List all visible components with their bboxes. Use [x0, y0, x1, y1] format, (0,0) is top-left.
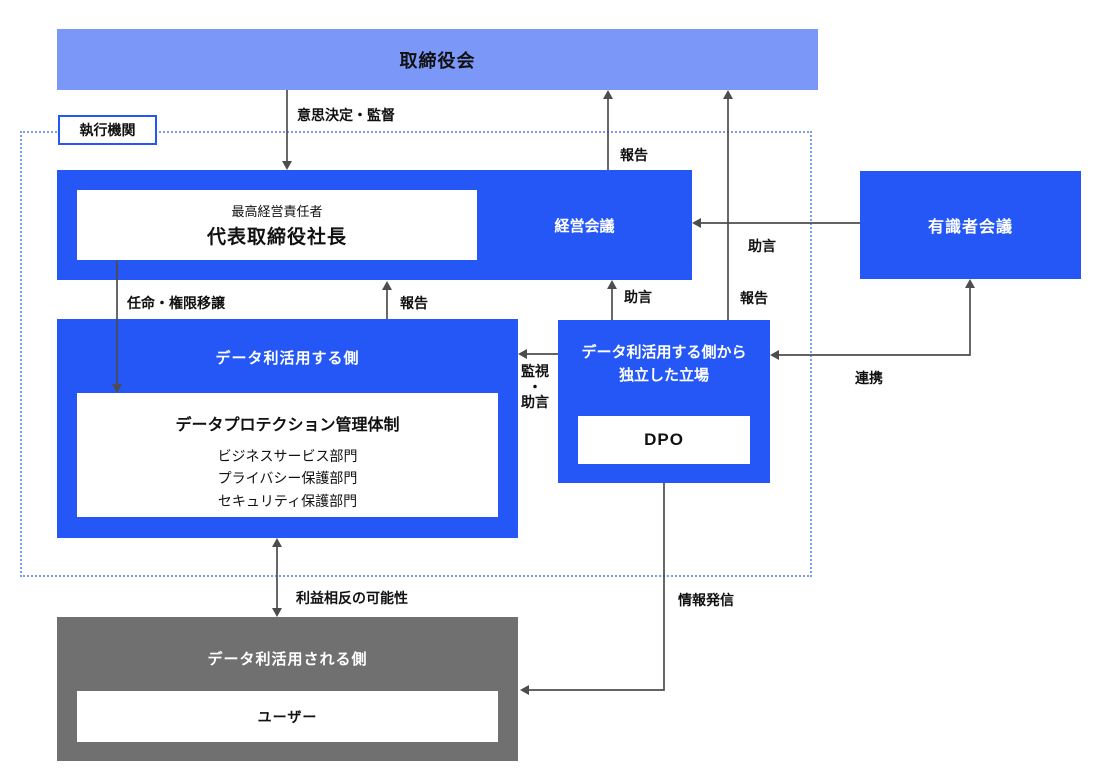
executive-frame-label-box: 執行機関 [58, 115, 157, 145]
label-monitor-advice-line1: 監視 [521, 363, 549, 379]
label-report-ceo: 報告 [620, 147, 648, 163]
label-monitor-advice-line3: 助言 [521, 394, 549, 411]
ceo-inner-box: 最高経営責任者 代表取締役社長 [77, 190, 477, 260]
department-security: セキュリティ保護部門 [217, 492, 358, 509]
label-conflict-of-interest: 利益相反の可能性 [296, 590, 408, 606]
department-privacy: プライバシー保護部門 [217, 470, 358, 487]
management-council-label: 経営会議 [554, 217, 615, 235]
label-monitor-advice-line2: ・ [528, 378, 542, 395]
label-report-independent: 報告 [740, 290, 768, 306]
department-business: ビジネスサービス部門 [217, 448, 358, 464]
label-report-datauser: 報告 [400, 295, 428, 311]
label-advice-management: 助言 [624, 289, 652, 305]
label-appointment-delegation: 任命・権限移譲 [127, 295, 225, 311]
dpo-box: DPO [578, 416, 750, 464]
expert-council-box: 有識者会議 [860, 171, 1081, 279]
user-box: ユーザー [77, 691, 498, 742]
data-subject-title: データ利活用される側 [207, 651, 368, 668]
board-of-directors-label: 取締役会 [399, 50, 476, 71]
label-cooperation: 連携 [855, 370, 883, 386]
label-decision-supervision: 意思決定・監督 [297, 107, 395, 123]
label-advice-expert: 助言 [748, 238, 776, 254]
management-council-label-area: 経営会議 [477, 170, 692, 280]
board-of-directors-box: 取締役会 [57, 29, 818, 90]
data-protection-inner-box: データプロテクション管理体制 ビジネスサービス部門 プライバシー保護部門 セキュ… [77, 393, 498, 517]
ceo-title: 代表取締役社長 [206, 227, 347, 248]
label-information-dissemination: 情報発信 [678, 592, 734, 608]
dpo-label: DPO [644, 430, 684, 449]
expert-council-label: 有識者会議 [927, 219, 1013, 236]
data-protection-title: データプロテクション管理体制 [175, 417, 400, 434]
label-monitor-advice: 監視 ・ 助言 [521, 363, 549, 411]
ceo-subtitle: 最高経営責任者 [231, 204, 323, 219]
independent-title-line1: データ利活用する側から [581, 344, 747, 361]
independent-title-line2: 独立した立場 [618, 366, 709, 384]
user-label: ユーザー [257, 708, 318, 725]
data-user-title: データ利活用する側 [215, 350, 360, 367]
executive-frame-label: 執行機関 [79, 122, 136, 138]
